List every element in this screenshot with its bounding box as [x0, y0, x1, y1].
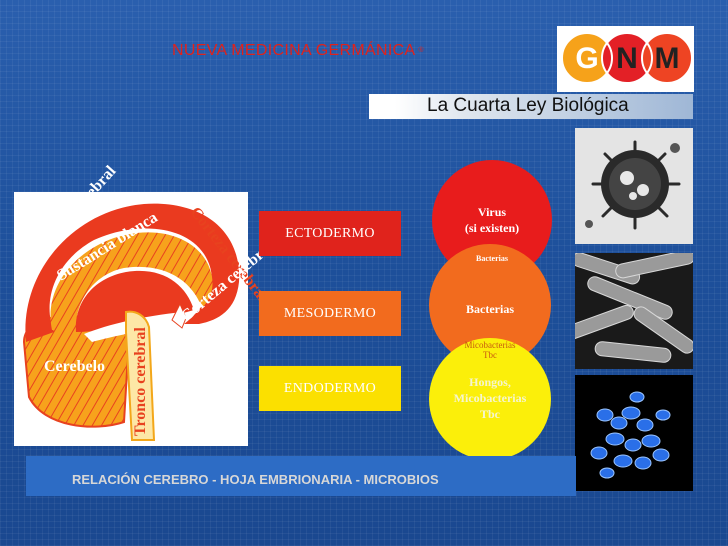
fungi-photo: [575, 375, 693, 491]
brain-illustration: Corteza cerebral Sustancia blanca Cortez…: [14, 192, 248, 446]
micobacterias-overlap-text: Micobacterias Tbc: [429, 340, 551, 360]
layer-endodermo: ENDODERMO: [259, 366, 401, 411]
label-tronco-cerebral: Tronco cerebral: [132, 327, 150, 436]
micobacterias-overlap-2: Tbc: [429, 350, 551, 360]
logo-letter-m: M: [642, 38, 692, 80]
law-banner: La Cuarta Ley Biológica: [369, 94, 693, 119]
hongos-line-3: Tbc: [429, 406, 551, 422]
hongos-text: Hongos, Micobacterias Tbc: [429, 374, 551, 422]
label-cerebelo: Cerebelo: [44, 358, 105, 376]
hongos-line-1: Hongos,: [429, 374, 551, 390]
layer-endodermo-label: ENDODERMO: [284, 381, 376, 396]
registered-mark: ®: [418, 47, 423, 54]
virus-note: (si existen): [432, 220, 552, 236]
virus-image: [575, 128, 693, 244]
bacterias-text: Bacterias: [429, 302, 551, 317]
virus-label: Virus: [432, 204, 552, 220]
gnm-logo: G N M: [557, 26, 694, 92]
virus-photo: [575, 128, 693, 244]
fungi-image: [575, 375, 693, 491]
layer-ectodermo-label: ECTODERMO: [285, 226, 375, 241]
hongos-line-2: Micobacterias: [429, 390, 551, 406]
bacteria-image: [575, 253, 693, 369]
micobacterias-overlap-1: Micobacterias: [429, 340, 551, 350]
bacteria-photo: [575, 253, 693, 369]
caption-text: RELACIÓN CEREBRO - HOJA EMBRIONARIA - MI…: [72, 472, 439, 487]
page-title: NUEVA MEDICINA GERMÁNICA®: [172, 42, 424, 60]
banner-text: La Cuarta Ley Biológica: [427, 95, 629, 117]
layer-ectodermo: ECTODERMO: [259, 211, 401, 256]
title-text: NUEVA MEDICINA GERMÁNICA: [172, 42, 415, 59]
virus-text: Virus (si existen): [432, 204, 552, 236]
layer-mesodermo-label: MESODERMO: [284, 306, 376, 321]
layer-mesodermo: MESODERMO: [259, 291, 401, 336]
caption-bar: RELACIÓN CEREBRO - HOJA EMBRIONARIA - MI…: [26, 456, 576, 496]
bacterias-overlap-text: Bacterias: [432, 254, 552, 263]
